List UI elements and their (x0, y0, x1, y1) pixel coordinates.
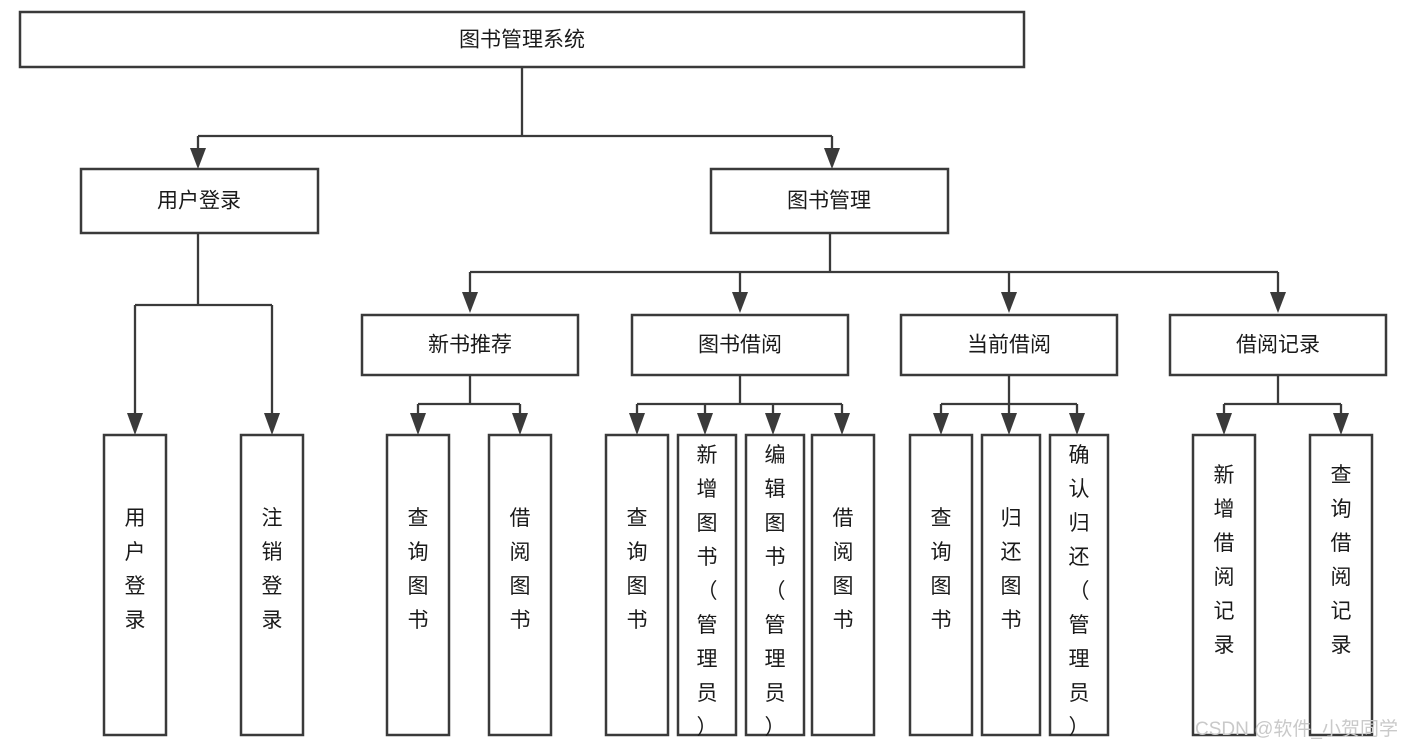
node-new-book-recommend-rect[interactable] (360, 313, 580, 377)
node-book-management-rect[interactable] (709, 167, 950, 235)
leaf-rect[interactable] (980, 433, 1042, 737)
node-user-login-rect[interactable] (79, 167, 320, 235)
leaf-node[interactable]: 新增图书（管理员） (676, 433, 738, 739)
node-book-borrow-label: 图书借阅 (698, 334, 782, 357)
arrow-head-icon (732, 292, 748, 313)
arrow-head-icon (1001, 413, 1017, 435)
arrow-head-icon (1270, 292, 1286, 313)
node-current-borrow-rect[interactable] (899, 313, 1119, 377)
arrow-head-icon (834, 413, 850, 435)
leaf-node[interactable]: 查询借阅记录 (1308, 433, 1374, 737)
leaf-node[interactable]: 查询图书 (604, 433, 670, 737)
arrow-head-icon (824, 148, 840, 169)
arrow-head-icon (410, 413, 426, 435)
leaf-rect[interactable] (676, 433, 738, 737)
leaf-node[interactable]: 归还图书 (980, 433, 1042, 737)
arrow-head-icon (933, 413, 949, 435)
leaf-rect[interactable] (385, 433, 451, 737)
node-current-borrow-label: 当前借阅 (967, 334, 1051, 357)
arrow-head-icon (629, 413, 645, 435)
node-root-rect[interactable] (18, 10, 1026, 69)
leaf-node[interactable]: 编辑图书（管理员） (744, 433, 806, 739)
node-book-management[interactable]: 图书管理 (709, 167, 950, 235)
node-root-label: 图书管理系统 (459, 29, 585, 52)
arrow-head-icon (190, 148, 206, 169)
arrow-head-icon (765, 413, 781, 435)
arrow-head-icon (1069, 413, 1085, 435)
leaf-label: 编辑图书（管理员） (765, 444, 786, 739)
leaf-node[interactable]: 查询图书 (385, 433, 451, 737)
leaf-label: 新增图书（管理员） (697, 444, 718, 739)
arrow-head-icon (127, 413, 143, 435)
arrow-head-icon (462, 292, 478, 313)
leaf-label: 查询图书 (408, 507, 429, 632)
leaf-node[interactable]: 用户登录 (102, 433, 168, 737)
node-current-borrow[interactable]: 当前借阅 (899, 313, 1119, 377)
leaf-label: 用户登录 (125, 507, 146, 632)
leaf-rect[interactable] (1048, 433, 1110, 737)
leaf-rect[interactable] (604, 433, 670, 737)
watermark-label: CSDN @软件_小贺同学 (1195, 718, 1398, 740)
arrow-head-icon (1216, 413, 1232, 435)
arrow-head-icon (512, 413, 528, 435)
leaf-label: 借阅图书 (510, 507, 531, 632)
node-book-borrow[interactable]: 图书借阅 (630, 313, 850, 377)
connector-layer (127, 67, 1349, 435)
node-borrow-record-label: 借阅记录 (1236, 334, 1320, 357)
leaf-rect[interactable] (744, 433, 806, 737)
node-borrow-record-rect[interactable] (1168, 313, 1388, 377)
leaf-node[interactable]: 借阅图书 (487, 433, 553, 737)
leaf-rect[interactable] (1191, 433, 1257, 737)
leaf-label: 借阅图书 (833, 507, 854, 632)
arrow-head-icon (697, 413, 713, 435)
leaf-label: 查询图书 (627, 507, 648, 632)
node-new-book-recommend[interactable]: 新书推荐 (360, 313, 580, 377)
node-root[interactable]: 图书管理系统 (18, 10, 1026, 69)
node-user-login[interactable]: 用户登录 (79, 167, 320, 235)
node-user-login-label: 用户登录 (157, 190, 241, 213)
leaf-rect[interactable] (239, 433, 305, 737)
leaf-label: 查询图书 (931, 507, 952, 632)
leaf-label: 确认归还（管理员） (1069, 444, 1090, 739)
leaf-node[interactable]: 确认归还（管理员） (1048, 433, 1110, 739)
leaf-node[interactable]: 查询图书 (908, 433, 974, 737)
arrow-head-icon (1001, 292, 1017, 313)
leaf-label: 归还图书 (1001, 507, 1022, 632)
node-new-book-recommend-label: 新书推荐 (428, 334, 512, 357)
leaf-label: 注销登录 (262, 507, 283, 632)
leaf-layer: 用户登录 注销登录 查询图书 借阅图书 查询图书 新增图书（管理员） 编辑图书（… (102, 433, 1374, 739)
leaf-label: 新增借阅记录 (1214, 464, 1235, 657)
leaf-rect[interactable] (810, 433, 876, 737)
leaf-rect[interactable] (487, 433, 553, 737)
leaf-node[interactable]: 借阅图书 (810, 433, 876, 737)
arrow-head-icon (1333, 413, 1349, 435)
node-borrow-record[interactable]: 借阅记录 (1168, 313, 1388, 377)
leaf-node[interactable]: 新增借阅记录 (1191, 433, 1257, 737)
leaf-rect[interactable] (908, 433, 974, 737)
leaf-label: 查询借阅记录 (1331, 464, 1352, 657)
node-book-management-label: 图书管理 (787, 190, 871, 213)
arrow-head-icon (264, 413, 280, 435)
leaf-rect[interactable] (102, 433, 168, 737)
leaf-node[interactable]: 注销登录 (239, 433, 305, 737)
leaf-rect[interactable] (1308, 433, 1374, 737)
node-book-borrow-rect[interactable] (630, 313, 850, 377)
